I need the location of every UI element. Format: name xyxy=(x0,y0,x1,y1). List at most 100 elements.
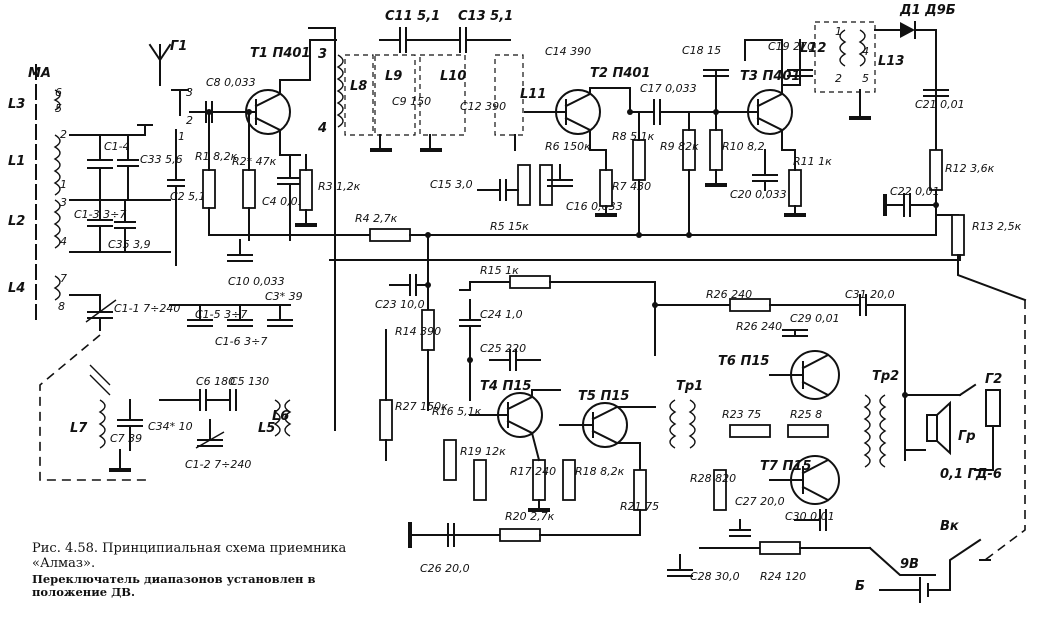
C3-label: C3* 39 xyxy=(265,290,303,303)
C13-label: C13 5,1 xyxy=(458,9,513,24)
C1-1-label: C1-1 7÷240 xyxy=(114,302,180,315)
D1-label: Д1 Д9Б xyxy=(899,3,956,18)
Tp1-label: Тр1 xyxy=(676,379,703,394)
R20-label: R20 2,7к xyxy=(505,510,555,523)
oscillator-tank: C1-5 3÷7 C1-6 3÷7 C3* 39 L7 C7 39 C34* 1… xyxy=(39,290,303,481)
L11-label: L11 xyxy=(520,87,546,102)
detector-section: 12 45 L13 Д1 Д9Б C21 0,01 R12 3,6к R13 2… xyxy=(814,3,1027,302)
R26-label: R26 240 xyxy=(706,288,752,301)
C26-label: C26 20,0 xyxy=(420,562,470,575)
antenna-input-section: Г1 МА L3 65 L1 21 L2 34 L4 78 C1-4 C33 5… xyxy=(8,39,256,331)
antenna-label: Г1 xyxy=(170,39,187,54)
junction-dots xyxy=(206,109,939,398)
C33-label: C33 5,6 xyxy=(140,153,183,166)
T4-label: T4 П15 xyxy=(480,379,531,394)
svg-text:5: 5 xyxy=(55,102,62,115)
C16-label: C16 0,033 xyxy=(566,200,623,213)
R16-label: R16 5,1к xyxy=(432,405,482,418)
figure-caption: Рис. 4.58. Принципиальная схема приемник… xyxy=(32,541,362,599)
svg-text:4: 4 xyxy=(317,121,327,136)
C18-label: C18 15 xyxy=(682,44,721,57)
L2-label: L2 xyxy=(8,214,25,229)
svg-text:5: 5 xyxy=(862,72,869,85)
voltage-label: 9В xyxy=(900,557,919,572)
T5-label: T5 П15 xyxy=(578,389,629,404)
C1-2-label: C1-2 7÷240 xyxy=(185,458,251,471)
R1-label: R1 8,2к xyxy=(195,150,238,163)
R18-label: R18 8,2к xyxy=(575,465,625,478)
R10-label: R10 8,2 xyxy=(722,140,765,153)
L3-label: L3 xyxy=(8,97,25,112)
R4-label: R4 2,7к xyxy=(355,212,398,225)
T6-label: T6 П15 xyxy=(718,354,769,369)
C1-3-label: C1-3 3÷7 xyxy=(74,208,126,221)
C35-label: C35 3,9 xyxy=(108,238,151,251)
svg-text:7: 7 xyxy=(60,272,67,285)
R8-label: R8 5,1к xyxy=(612,130,655,143)
R25-label: R25 8 xyxy=(790,408,822,421)
C11-label: C11 5,1 xyxy=(385,9,440,24)
C14-label: C14 390 xyxy=(545,45,591,58)
L12-label: L12 xyxy=(800,41,826,56)
t3-stage: R9 82к R10 8,2 C18 15 T3 П401 C19 270 L1… xyxy=(660,39,832,236)
figure-title: Рис. 4.58. Принципиальная схема приемник… xyxy=(32,541,347,571)
C24-label: C24 1,0 xyxy=(480,308,523,321)
C7-label: C7 39 xyxy=(110,432,142,445)
C1-4-label: C1-4 xyxy=(104,140,130,153)
C20-label: C20 0,033 xyxy=(730,188,787,201)
T1-label: T1 П401 xyxy=(250,46,310,61)
C22-label: C22 0,01 xyxy=(890,185,940,198)
R26-value: R26 240 xyxy=(736,320,782,333)
T3-label: T3 П401 xyxy=(740,69,800,84)
C1-6-label: C1-6 3÷7 xyxy=(215,335,267,348)
R12-label: R12 3,6к xyxy=(945,162,995,175)
svg-text:2: 2 xyxy=(186,114,193,127)
Tp2-label: Тр2 xyxy=(872,369,899,384)
L13-label: L13 xyxy=(878,54,904,69)
C9-label: C9 150 xyxy=(392,95,431,108)
audio-driver: R15 1к C24 1,0 C25 220 T4 П15 R16 5,1к R… xyxy=(408,264,659,575)
R14-label: R14 390 xyxy=(395,325,441,338)
C5-label: C5 130 xyxy=(230,375,269,388)
svg-text:6: 6 xyxy=(55,86,62,99)
R11-label: R11 1к xyxy=(793,155,832,168)
t1-stage: T1 П401 R1 8,2к R2* 47к C4 0,01 C10 0,03… xyxy=(195,39,361,288)
R27-label: R27 150к xyxy=(395,400,448,413)
svg-text:1: 1 xyxy=(178,130,185,143)
R17-label: R17 240 xyxy=(510,465,556,478)
C25-label: C25 220 xyxy=(480,342,526,355)
svg-text:3: 3 xyxy=(318,47,327,62)
svg-text:8: 8 xyxy=(58,300,65,313)
L8-label: L8 xyxy=(350,79,367,94)
R1-body xyxy=(202,169,216,209)
speaker-label: Гр xyxy=(958,429,976,444)
R2-label: R2* 47к xyxy=(232,155,277,168)
R3-label: R3 1,2к xyxy=(318,180,361,193)
switch-label: Вк xyxy=(940,519,960,534)
L1-label: L1 xyxy=(8,154,25,169)
C10-label: C10 0,033 xyxy=(228,275,285,288)
svg-text:3: 3 xyxy=(186,86,193,99)
C6-label: C6 180 xyxy=(196,375,235,388)
svg-text:3: 3 xyxy=(60,196,67,209)
C12-label: C12 390 xyxy=(460,100,506,113)
C34-label: C34* 10 xyxy=(148,420,193,433)
C23-label: C23 10,0 xyxy=(375,298,425,311)
T2-label: T2 П401 xyxy=(590,66,650,81)
L9-label: L9 xyxy=(385,69,402,84)
svg-text:1: 1 xyxy=(835,25,842,38)
R13-label: R13 2,5к xyxy=(972,220,1022,233)
svg-text:4: 4 xyxy=(862,45,869,58)
svg-text:1: 1 xyxy=(60,178,67,191)
C28-label: C28 30,0 xyxy=(690,570,740,583)
G2-label: Г2 xyxy=(985,372,1002,387)
C31-label: C31 20,0 xyxy=(845,288,895,301)
C4-label: C4 0,01 xyxy=(262,195,305,208)
R5-label: R5 15к xyxy=(490,220,529,233)
T7-label: T7 П15 xyxy=(760,459,811,474)
C19-label: C19 270 xyxy=(768,40,814,53)
t2-stage: T2 П401 R5 15к R6 150к C16 0,033 C15 3,0… xyxy=(430,66,721,236)
R9-label: R9 82к xyxy=(660,140,699,153)
figure-note: Переключатель диапазонов установлен в по… xyxy=(32,572,316,599)
